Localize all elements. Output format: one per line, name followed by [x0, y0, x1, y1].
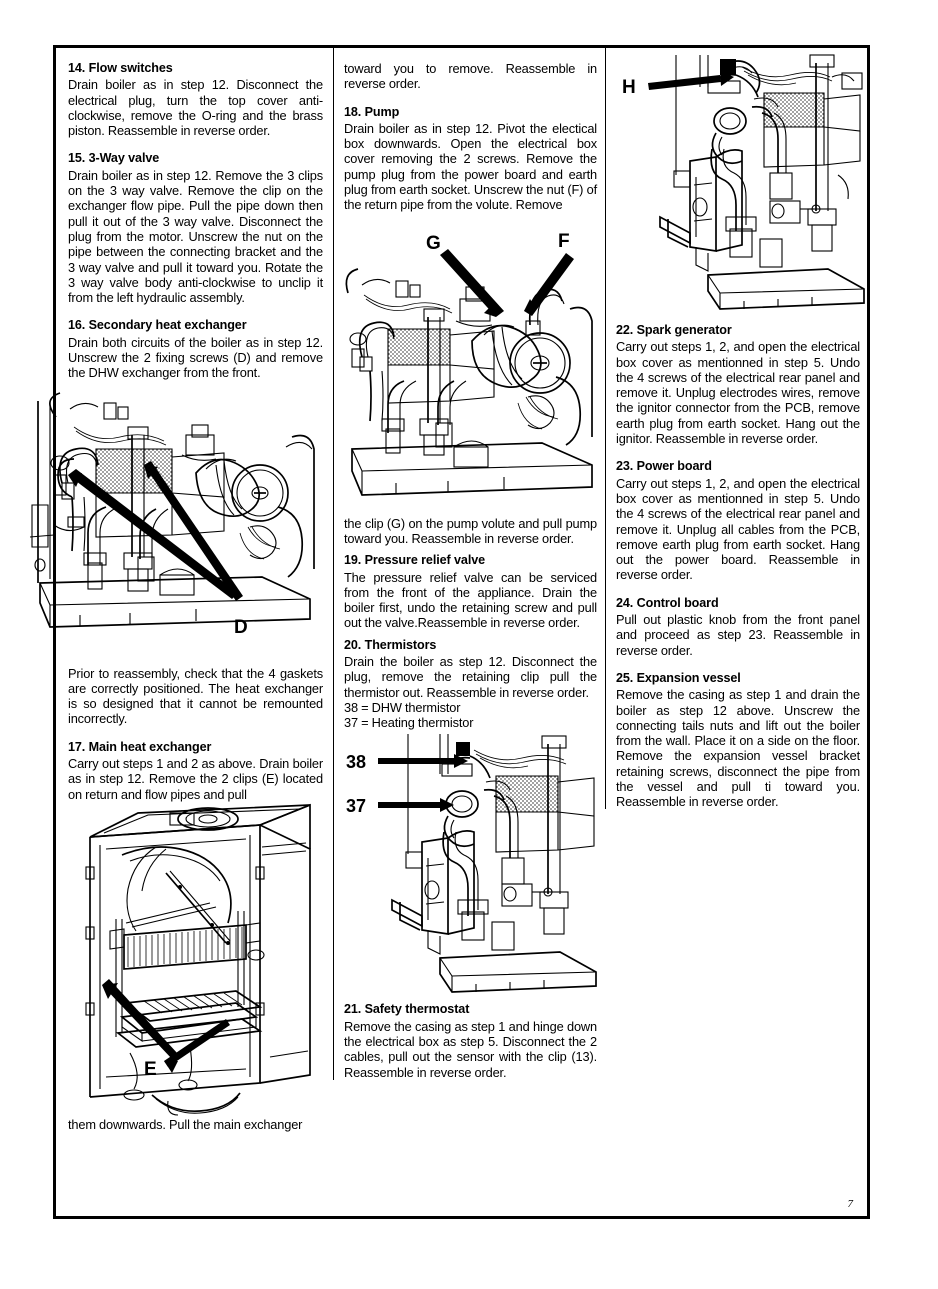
section-heading-19: 19. Pressure relief valve — [344, 553, 486, 568]
section-body-24: Pull out plastic knob from the front pan… — [616, 612, 860, 658]
manual-page: 14. Flow switches Drain boiler as in ste… — [29, 45, 870, 1219]
section-17-tail: them downwards. Pull the main exchanger — [68, 1116, 303, 1132]
spacer — [344, 509, 597, 516]
spacer — [616, 446, 860, 459]
figure-d: D — [29, 387, 323, 659]
figure-e-canvas: E — [60, 803, 336, 1116]
figure-e: E — [68, 803, 323, 1116]
spacer — [344, 631, 597, 638]
section-heading-14: 14. Flow switches — [68, 61, 173, 75]
section-heading-21: 21. Safety thermostat — [344, 1002, 470, 1017]
section-heading-25: 25. Expansion vessel — [616, 670, 741, 685]
section-body-16: Drain both circuits of the boiler as in … — [68, 334, 323, 381]
figure-thermistors: 38 37 — [344, 734, 597, 1002]
section-heading-18: 18. Pump — [344, 104, 400, 119]
spacer — [344, 92, 597, 105]
spacer — [616, 583, 860, 596]
spacer — [68, 659, 323, 666]
section-heading-16: 16. Secondary heat exchanger — [68, 318, 247, 333]
spacer — [344, 546, 597, 553]
section-heading-24: 24. Control board — [616, 595, 719, 610]
section-heading-20: 20. Thermistors — [344, 637, 437, 652]
spacer — [68, 305, 323, 318]
spacer — [68, 727, 323, 740]
section-body-14: Drain boiler as in step 12. Disconnect t… — [68, 77, 323, 139]
section-body-19: The pressure relief valve can be service… — [344, 569, 597, 631]
spacer — [616, 658, 860, 671]
section-heading-15: 15. 3-Way valve — [68, 151, 160, 166]
section-body-15: Drain boiler as in step 12. Remove the 3… — [68, 167, 323, 306]
section-heading-22: 22. Spark generator — [616, 323, 732, 337]
figure-callout-38: 38 — [346, 752, 366, 772]
section-heading-23: 23. Power board — [616, 459, 712, 474]
figure-g-callout: G — [426, 233, 441, 254]
figure-e-callout: E — [144, 1059, 157, 1080]
continuation-mid: the clip (G) on the pump volute and pull… — [344, 515, 597, 546]
figure-f-callout: F — [558, 231, 570, 252]
reassembly-note: Prior to reassembly, check that the 4 ga… — [68, 665, 323, 727]
page-number: 7 — [847, 1198, 854, 1210]
thermistor-legend-37: 37 = Heating thermistor — [344, 715, 474, 731]
section-body-25: Remove the casing as step 1 and drain th… — [616, 687, 860, 810]
continuation-top: toward you to remove. Reassemble in reve… — [344, 61, 597, 92]
thermistor-legend-38: 38 = DHW thermistor — [344, 699, 461, 715]
section-heading-17: 17. Main heat exchanger — [68, 739, 212, 754]
section-body-17: Carry out steps 1 and 2 as above. Drain … — [68, 756, 323, 802]
figure-callout-37: 37 — [346, 796, 366, 816]
section-body-18: Drain boiler as in step 12. Pivot the el… — [344, 120, 597, 213]
figure-d-callout: D — [234, 617, 248, 638]
spacer — [68, 138, 323, 151]
column-right: H 22. Spark generator Carry out steps 1,… — [605, 48, 870, 810]
section-body-23: Carry out steps 1, 2, and open the elect… — [616, 475, 860, 583]
figure-d-canvas: D — [10, 387, 330, 659]
figure-h-callout: H — [622, 77, 636, 98]
column-left: 14. Flow switches Drain boiler as in ste… — [29, 48, 333, 1132]
section-body-22: Carry out steps 1, 2, and open the elect… — [616, 339, 860, 447]
section-body-20: Drain the boiler as step 12. Disconnect … — [344, 654, 597, 700]
section-body-21: Remove the casing as step 1 and hinge do… — [344, 1018, 597, 1080]
column-middle: toward you to remove. Reassemble in reve… — [333, 48, 605, 1080]
figure-h: H — [616, 54, 865, 323]
figure-gf: G F — [344, 221, 597, 509]
